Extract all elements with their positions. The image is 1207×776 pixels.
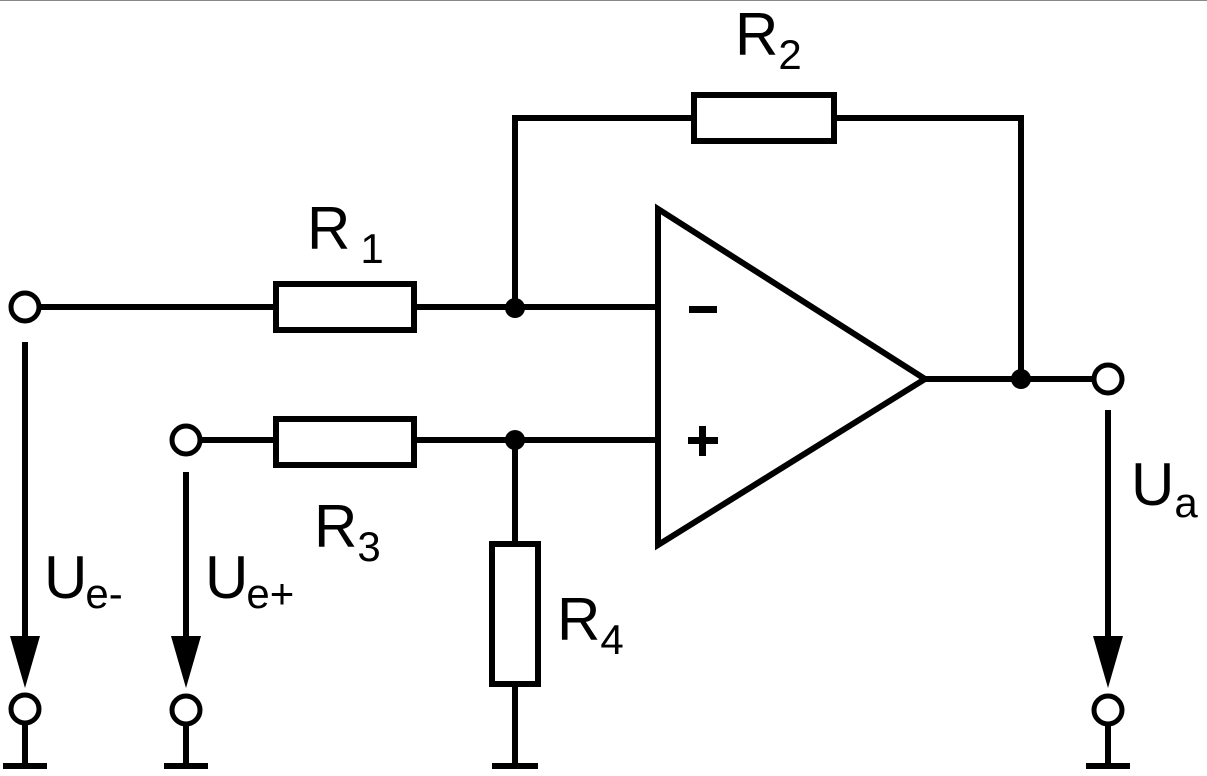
resistor-r1: [273, 281, 417, 333]
terminal-ua-top: [1091, 362, 1125, 396]
label-r3: R3: [314, 493, 381, 570]
terminal-ue-minus-top: [8, 290, 42, 324]
terminal-ue-minus-bottom: [3, 692, 47, 769]
label-r4: R4: [557, 586, 624, 663]
terminal-ue-plus-top: [169, 423, 203, 457]
opamp-triangle: [655, 203, 931, 551]
resistor-r4: [489, 541, 541, 687]
junction-dot: [505, 430, 525, 450]
junction-dot: [505, 298, 525, 318]
arrow-ua: [1093, 410, 1123, 688]
resistor-r2: [691, 92, 837, 144]
resistor-r3: [273, 416, 417, 468]
junction-dot: [1011, 369, 1031, 389]
label-r2: R2: [735, 1, 802, 78]
top-border: [0, 0, 1207, 1]
arrow-ue-plus: [171, 472, 201, 688]
terminal-ue-plus-bottom: [164, 693, 208, 769]
label-ua: Ua: [1131, 451, 1198, 526]
terminal-ua-bottom: [1086, 693, 1130, 769]
arrow-ue-minus: [10, 342, 40, 688]
label-ue-minus: Ue-: [44, 544, 123, 617]
label-ue-plus: Ue+: [205, 544, 294, 617]
opamp-plus-sign: [688, 426, 718, 456]
opamp-minus-sign: [689, 306, 717, 313]
